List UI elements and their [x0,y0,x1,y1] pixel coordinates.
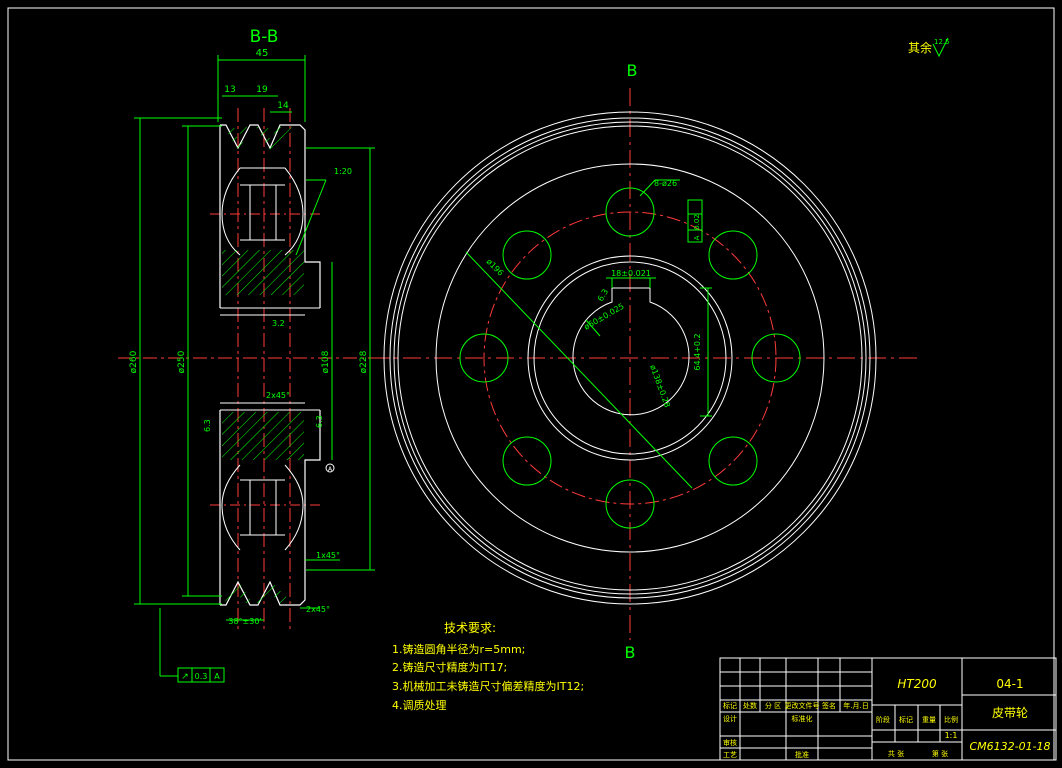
drawing-label: CM6132-01-18 [969,740,1050,753]
hatch-upper [222,250,304,295]
lightening-holes [459,187,801,529]
drawing-label: ø138±0.28 [648,364,672,409]
drawing-label: ø260 [129,350,139,373]
drawing-label: 6.3 [315,415,324,428]
hatch-lower [222,412,304,460]
drawing-label: 技术要求: [444,621,496,635]
drawing-label: 共 张 [888,749,904,758]
drawing-label: 8-ø26 [654,179,677,188]
drawing-label: 标记 [899,715,913,724]
section-mark-top: B [627,61,638,80]
tech-item-1: 1.铸造圆角半径为r=5mm; [392,642,525,656]
drawing-label: 1:20 [334,167,352,176]
drawing-label: 比例 [944,715,958,724]
title-block-text: HT200 04-1 皮带轮 CM6132-01-18 1:1 标记 处数 分 … [723,677,1051,759]
drawing-label: 皮带轮 [992,706,1028,720]
drawing-label: 3.2 [272,319,285,328]
drawing-label: 签名 [822,701,836,710]
drawing-label: 工艺 [723,751,737,759]
drawing-label: 审核 [723,738,737,747]
front-view: B B [372,37,950,662]
roughness-note-value: 12.5 [934,38,950,46]
drawing-label: 标记 [723,701,737,710]
side-section-view: B-B [118,27,395,683]
drawing-label: 45 [256,48,269,59]
drawing-label: 13 [224,85,235,95]
roughness-note-label: 其余 [908,40,932,55]
drawing-label: A [328,466,333,473]
drawing-border [7,7,1055,761]
drawing-label: 第 张 [932,749,948,758]
drawing-label: 处数 [743,701,757,710]
drawing-label: ↗ [181,672,189,682]
drawing-label: 19 [256,85,268,95]
section-title: B-B [250,27,279,47]
drawing-label: A [214,672,220,681]
drawing-label: 64.4+0.2 [693,333,702,370]
drawing-label: 0.3 [195,672,208,681]
pitch-circle [483,211,777,505]
drawing-label: HT200 [897,677,937,691]
drawing-label: 标准化 [792,714,813,723]
drawing-label: 6.3 [596,287,610,303]
drawing-label: 批准 [795,750,809,759]
drawing-label: 分 区 [765,701,781,710]
drawing-label: 38°±30' [228,617,261,626]
drawing-label: 14 [277,101,289,111]
drawing-label: 2x45° [266,391,290,400]
drawing-label: 1:1 [945,731,958,740]
drawing-label: 重量 [922,716,936,724]
drawing-label: ø250 [177,350,187,373]
outer-rim-circle [383,111,877,605]
drawing-label: 04-1 [996,677,1023,691]
drawing-label: 设计 [723,714,737,723]
drawing-label: A [693,235,701,240]
runout-tolerance-frame: ↗ 0.3 A [177,667,225,683]
tech-requirements: 技术要求: 1.铸造圆角半径为r=5mm; 2.铸造尺寸精度为IT17; 3.机… [392,621,584,712]
drawing-label: 年.月.日 [843,701,868,710]
drawing-label: 1x45° [316,551,340,560]
drawing-label: 18±0.021 [611,269,651,278]
section-mark-bottom: B [625,643,636,662]
drawing-label: ø228 [359,350,369,373]
drawing-label: 阶段 [876,715,890,724]
drawing-label: ø108 [321,350,331,373]
tech-item-2: 2.铸造尺寸精度为IT17; [392,660,507,674]
title-block [719,657,1057,761]
tech-item-3: 3.机械加工未铸造尺寸偏差精度为IT12; [392,679,584,693]
drawing-label: 6.3 [203,419,212,432]
tech-item-4: 4.调质处理 [392,699,447,712]
drawing-label: 0.02 [693,214,701,230]
bore-keyway [572,287,690,416]
drawing-label: 2x45° [306,605,330,614]
drawing-label: 更改文件号 [785,701,820,710]
